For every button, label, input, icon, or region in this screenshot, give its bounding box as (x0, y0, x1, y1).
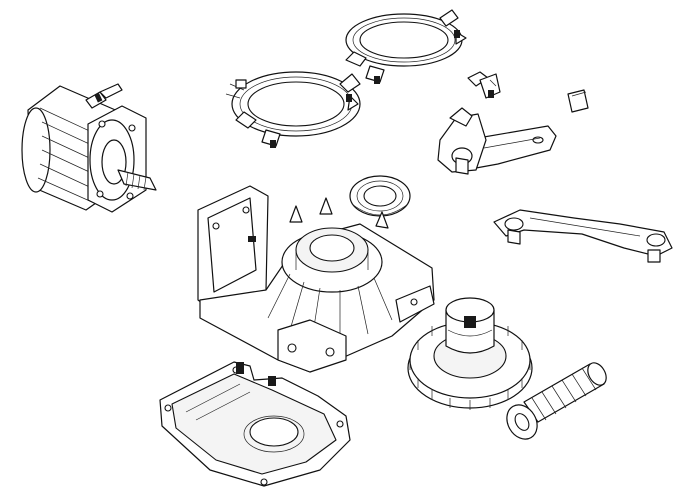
connecting-arm (493, 209, 673, 263)
key-block (567, 89, 589, 113)
gearbox-housing (197, 185, 435, 373)
limit-switch-small (467, 71, 501, 99)
helical-gear-wheel (407, 297, 533, 410)
oil-seal (349, 175, 411, 217)
large-clamp-ring (345, 9, 467, 84)
worm-screw (506, 362, 607, 440)
release-lever (437, 107, 557, 175)
gearbox-cover (159, 361, 351, 487)
electric-motor (21, 83, 157, 213)
small-clamp-ring (225, 71, 361, 148)
